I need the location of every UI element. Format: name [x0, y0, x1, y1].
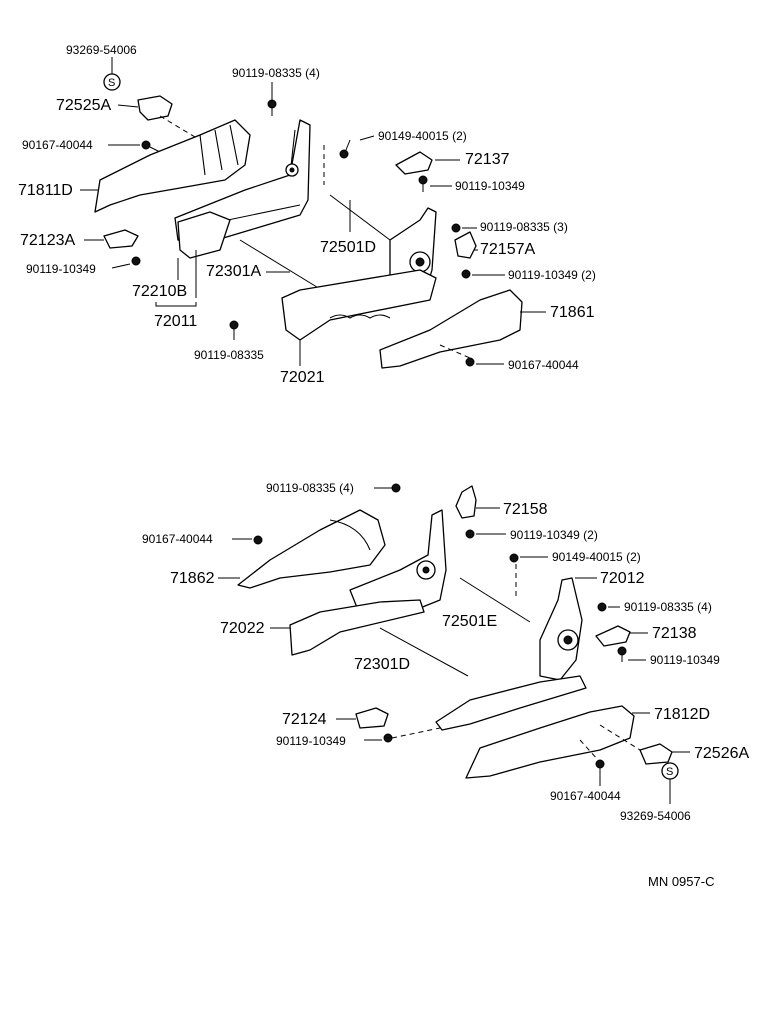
nut-icon: [509, 553, 519, 563]
part-72157A: [454, 231, 477, 259]
part-72158: [455, 485, 477, 519]
label-71811D: 71811D: [18, 182, 73, 199]
bolt-icon: [418, 175, 428, 192]
part-72526A: [639, 743, 673, 765]
label-90119-08335-3: 90119-08335 (3): [480, 220, 568, 234]
label-90167-40044-top-b: 90167-40044: [508, 358, 579, 372]
top-assembly: 93269-54006 S 72525A 90119-08335 (4) 901…: [18, 43, 596, 386]
bolt-icon: [229, 320, 239, 340]
label-72157A: 72157A: [480, 241, 535, 258]
label-71862: 71862: [170, 570, 215, 587]
screw-marker-icon: S: [661, 762, 679, 780]
label-71861: 71861: [550, 304, 595, 321]
bolt-icon: [267, 99, 277, 116]
bolt-icon: [391, 483, 401, 493]
label-90119-08335-4-bottom: 90119-08335 (4): [266, 481, 354, 495]
bolt-icon: [465, 529, 475, 539]
bolt-icon: [253, 535, 263, 545]
screw-marker-icon: S: [103, 73, 121, 91]
label-90119-10349-bottom: 90119-10349: [650, 653, 720, 667]
label-71812D: 71812D: [654, 706, 710, 723]
label-72526A: 72526A: [694, 745, 749, 762]
part-72124: [355, 707, 389, 729]
bolt-icon: [141, 140, 161, 153]
label-72301D: 72301D: [354, 656, 410, 673]
label-72012: 72012: [600, 570, 645, 587]
bolt-icon: [597, 602, 607, 612]
bolt-icon: [451, 223, 461, 233]
bolt-icon: [461, 269, 471, 279]
label-72021: 72021: [280, 369, 325, 386]
part-71861-cover: [379, 289, 523, 369]
label-72301A: 72301A: [206, 263, 261, 280]
bolt-icon: [131, 256, 141, 266]
label-90119-10349-2-bottom: 90119-10349 (2): [510, 528, 598, 542]
bottom-assembly: 90119-08335 (4) 72158 90167-40044 90119-…: [142, 481, 749, 823]
label-90149-40015-2-top: 90149-40015 (2): [378, 129, 467, 143]
bolt-icon: [595, 759, 605, 769]
label-90119-08335-4-top: 90119-08335 (4): [232, 66, 320, 80]
label-72501E: 72501E: [442, 613, 497, 630]
label-90119-10349-top-a: 90119-10349: [455, 179, 525, 193]
label-72123A: 72123A: [20, 232, 75, 249]
label-72022: 72022: [220, 620, 265, 637]
label-90167-40044-bottom: 90167-40044: [142, 532, 213, 546]
label-90149-40015-2-bottom: 90149-40015 (2): [552, 550, 641, 564]
label-72011: 72011: [154, 313, 197, 330]
part-72525A: [137, 95, 173, 121]
label-72210B: 72210B: [132, 283, 187, 300]
label-90119-10349-2-top: 90119-10349 (2): [508, 268, 596, 282]
part-72123A: [103, 229, 139, 249]
svg-text:S: S: [666, 766, 673, 778]
part-72021-track: [281, 269, 437, 341]
label-72501D: 72501D: [320, 239, 376, 256]
bolt-icon: [383, 733, 393, 743]
part-72137: [395, 151, 433, 175]
part-72022-track: [289, 599, 425, 656]
label-72525A: 72525A: [56, 97, 111, 114]
label-93269-54006-top: 93269-54006: [66, 43, 137, 57]
bolt-icon: [617, 646, 627, 662]
part-lower-track: [435, 675, 587, 731]
part-71862-cover: [237, 509, 386, 589]
label-72158: 72158: [503, 501, 548, 518]
bolt-icon: [465, 357, 475, 367]
label-90119-10349-bottom-b: 90119-10349: [276, 734, 346, 748]
label-72137: 72137: [465, 151, 510, 168]
label-90167-40044-bottom-b: 90167-40044: [550, 789, 621, 803]
part-71812D-cover: [465, 705, 635, 779]
svg-text:S: S: [108, 77, 115, 89]
label-72124: 72124: [282, 711, 327, 728]
label-90119-08335-4-bottom-b: 90119-08335 (4): [624, 600, 712, 614]
part-71811D-cover: [94, 119, 251, 213]
label-90119-10349-top-b: 90119-10349: [26, 262, 96, 276]
nut-icon: [339, 149, 349, 159]
label-72138: 72138: [652, 625, 697, 642]
part-72210B: [177, 211, 231, 259]
part-72012-frame: [539, 577, 583, 681]
diagram-code: MN 0957-C: [648, 874, 714, 889]
label-90167-40044-top: 90167-40044: [22, 138, 93, 152]
part-72138: [595, 625, 631, 647]
label-90119-08335-top: 90119-08335: [194, 348, 264, 362]
label-93269-54006-bottom: 93269-54006: [620, 809, 691, 823]
